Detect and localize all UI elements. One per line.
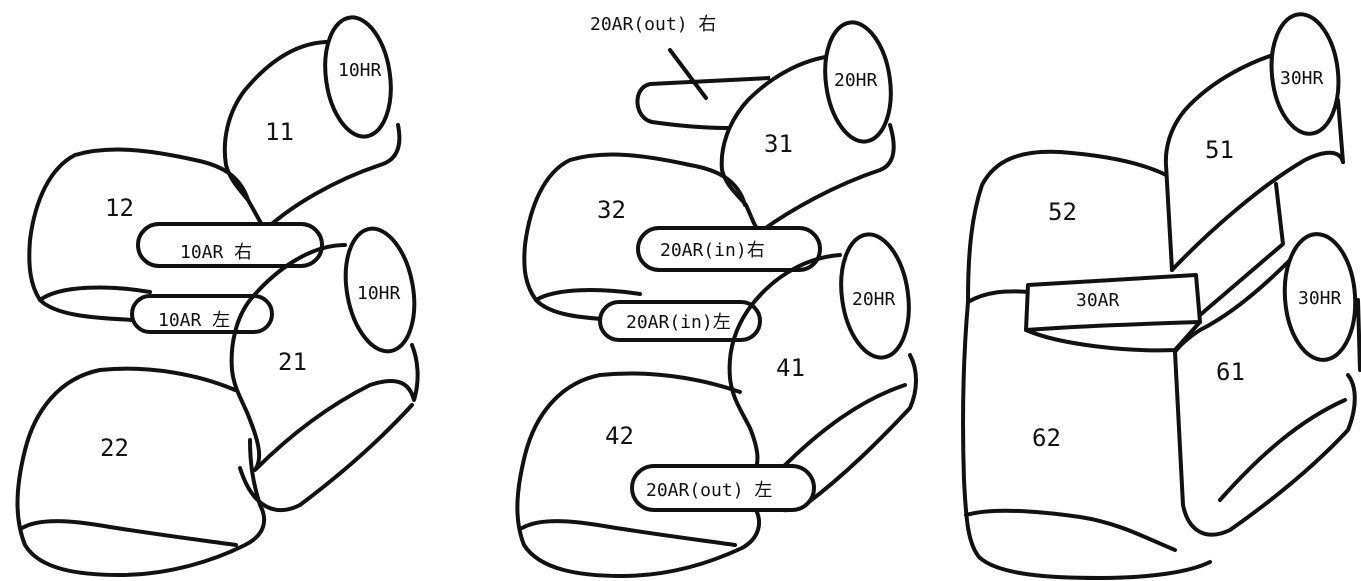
- seat-cushion-42-front: [520, 519, 737, 547]
- seat-back-51: [1163, 48, 1292, 272]
- seat-group-3: 30HR 51 52 30AR 30HR 61 62: [961, 12, 1361, 580]
- label-52: 52: [1048, 198, 1077, 226]
- seat-cushion-52: [966, 149, 1168, 302]
- label-11: 11: [265, 118, 294, 146]
- armrest-20ar-out-right: [635, 76, 771, 130]
- label-42: 42: [605, 422, 634, 450]
- seat-back-61-inner: [1218, 398, 1347, 502]
- armrest-20ar-in-right: [636, 226, 822, 272]
- label-62: 62: [1032, 424, 1061, 452]
- label-61: 61: [1216, 358, 1245, 386]
- label-20ar-out-right: 20AR(out) 右: [590, 14, 716, 35]
- headrest-30hr-bottom: [1282, 232, 1358, 362]
- seat-back-21-side: [238, 403, 414, 512]
- label-20hr-top: 20HR: [834, 70, 878, 91]
- seat-back-21: [229, 243, 420, 472]
- seat-back-41: [727, 253, 842, 474]
- label-30ar: 30AR: [1076, 290, 1120, 311]
- seat-cushion-62: [961, 300, 1212, 580]
- seat-back-61-edge: [1356, 298, 1361, 372]
- label-10ar-left: 10AR 左: [158, 310, 230, 331]
- headrest-20hr-top: [823, 20, 893, 144]
- seat-group-2: 20AR(out) 右 20HR 31 32 20AR(in)右 20AR(in…: [515, 14, 918, 578]
- seat-cushion-22-front: [20, 519, 238, 547]
- seat-back-51-side: [1336, 98, 1345, 164]
- label-20ar-in-right: 20AR(in)右: [660, 240, 765, 261]
- leader-line-20ar-out: [668, 48, 708, 100]
- label-20ar-out-left: 20AR(out) 左: [646, 480, 772, 501]
- seat-cushion-62-front: [964, 508, 1177, 552]
- label-51: 51: [1205, 136, 1234, 164]
- headrest-10hr-top: [323, 15, 393, 139]
- seat-cushion-22: [15, 366, 267, 577]
- headrest-10hr-bottom: [343, 226, 417, 354]
- label-10ar-right: 10AR 右: [180, 242, 252, 263]
- label-10hr-top: 10HR: [338, 60, 382, 81]
- label-20ar-in-left: 20AR(in)左: [626, 312, 731, 333]
- seat-back-61-side: [1181, 373, 1357, 537]
- seat-back-41-inner: [778, 383, 907, 472]
- headrest-20hr-bottom: [839, 232, 911, 360]
- seat-back-51-inner: [1170, 150, 1345, 272]
- armrest-10ar-right: [136, 222, 324, 268]
- armrest-20ar-in-left: [598, 300, 762, 342]
- label-30hr-top: 30HR: [1280, 68, 1324, 89]
- seat-cushion-12: [27, 147, 250, 302]
- label-21: 21: [278, 348, 307, 376]
- label-41: 41: [776, 354, 805, 382]
- armrest-30ar-base: [1024, 320, 1202, 353]
- seat-cushion-52-front: [966, 289, 1032, 304]
- label-10hr-bottom: 10HR: [357, 283, 401, 304]
- seat-cushion-32: [522, 152, 747, 302]
- seat-back-51-divider: [1198, 182, 1285, 317]
- label-32: 32: [597, 196, 626, 224]
- seat-back-61: [1173, 258, 1292, 507]
- label-12: 12: [105, 194, 134, 222]
- headrest-30hr-top: [1269, 12, 1341, 136]
- label-31: 31: [764, 130, 793, 158]
- seat-cushion-12-front: [38, 298, 137, 322]
- label-30hr-bottom: 30HR: [1298, 288, 1342, 309]
- label-22: 22: [100, 434, 129, 462]
- seat-group-1: 11 12 10AR 右 10AR 左 10HR 10HR 21 22: [15, 15, 420, 577]
- seat-cushion-42: [515, 371, 761, 578]
- label-20hr-bottom: 20HR: [852, 289, 896, 310]
- armrest-20ar-out-left: [630, 464, 816, 512]
